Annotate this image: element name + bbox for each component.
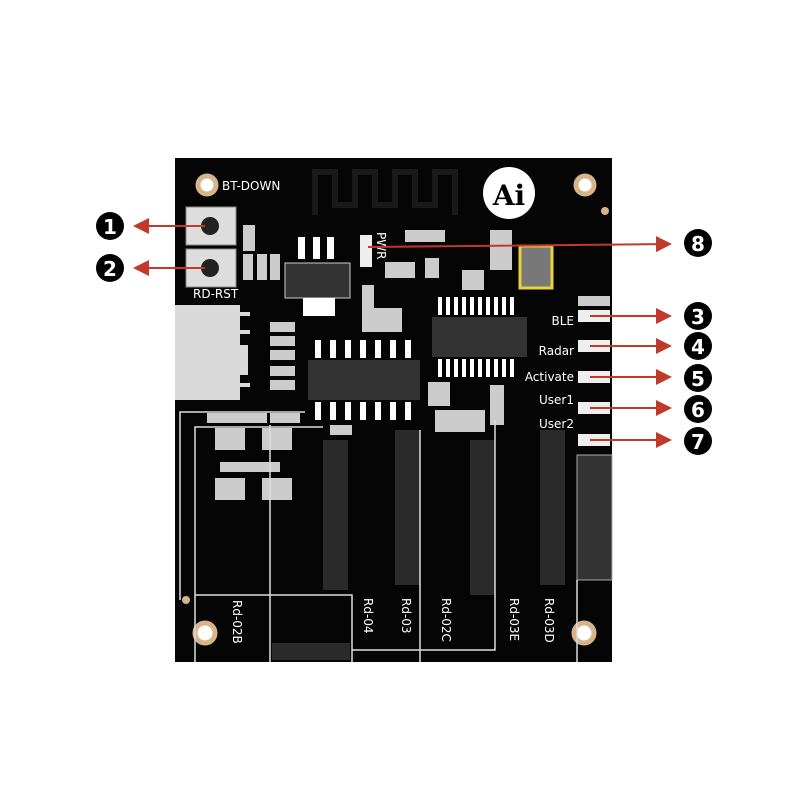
svg-text:4: 4 [691, 335, 705, 359]
callout-2: 2 [96, 254, 124, 282]
svg-text:8: 8 [691, 232, 705, 256]
module-sockets [272, 430, 565, 660]
svg-text:2: 2 [103, 257, 117, 281]
callout-6: 6 [684, 395, 712, 423]
ic-chip-1 [432, 297, 527, 377]
pin-header [576, 454, 613, 581]
socket-label-rd-02b: Rd-02B [230, 600, 244, 644]
socket-label-rd-02c: Rd-02C [439, 598, 453, 642]
svg-text:7: 7 [691, 430, 705, 454]
socket-label-rd-03d: Rd-03D [542, 598, 556, 643]
callout-5: 5 [684, 364, 712, 392]
bt-down-label: BT-DOWN [222, 179, 280, 193]
user2-label: User2 [539, 417, 574, 431]
callout-8: 8 [684, 229, 712, 257]
antenna-trace [312, 169, 458, 215]
crystal [518, 244, 554, 290]
callout-3: 3 [684, 302, 712, 330]
ic-chip-2 [308, 340, 420, 420]
socket-label-rd-03: Rd-03 [399, 598, 413, 634]
pwr-led [360, 235, 372, 267]
callout-arrows [133, 218, 672, 448]
svg-text:1: 1 [103, 215, 117, 239]
socket-label-rd-04: Rd-04 [361, 598, 375, 634]
ai-logo [483, 167, 535, 219]
callout-4: 4 [684, 332, 712, 360]
radar-label: Radar [539, 344, 574, 358]
svg-text:PWR: PWR [374, 232, 388, 259]
callout-7: 7 [684, 427, 712, 455]
svg-text:Ai: Ai [492, 179, 525, 212]
svg-text:6: 6 [691, 398, 705, 422]
callout-1: 1 [96, 212, 124, 240]
usb-connector [175, 305, 240, 400]
mounting-holes [192, 173, 597, 646]
socket-label-rd-03e: Rd-03E [507, 598, 521, 641]
activate-label: Activate [525, 370, 574, 384]
ble-label: BLE [552, 314, 575, 328]
rd-rst-label: RD-RST [193, 287, 239, 301]
svg-text:5: 5 [691, 367, 705, 391]
svg-text:3: 3 [691, 305, 705, 329]
user1-label: User1 [539, 393, 574, 407]
voltage-regulator [284, 237, 351, 316]
